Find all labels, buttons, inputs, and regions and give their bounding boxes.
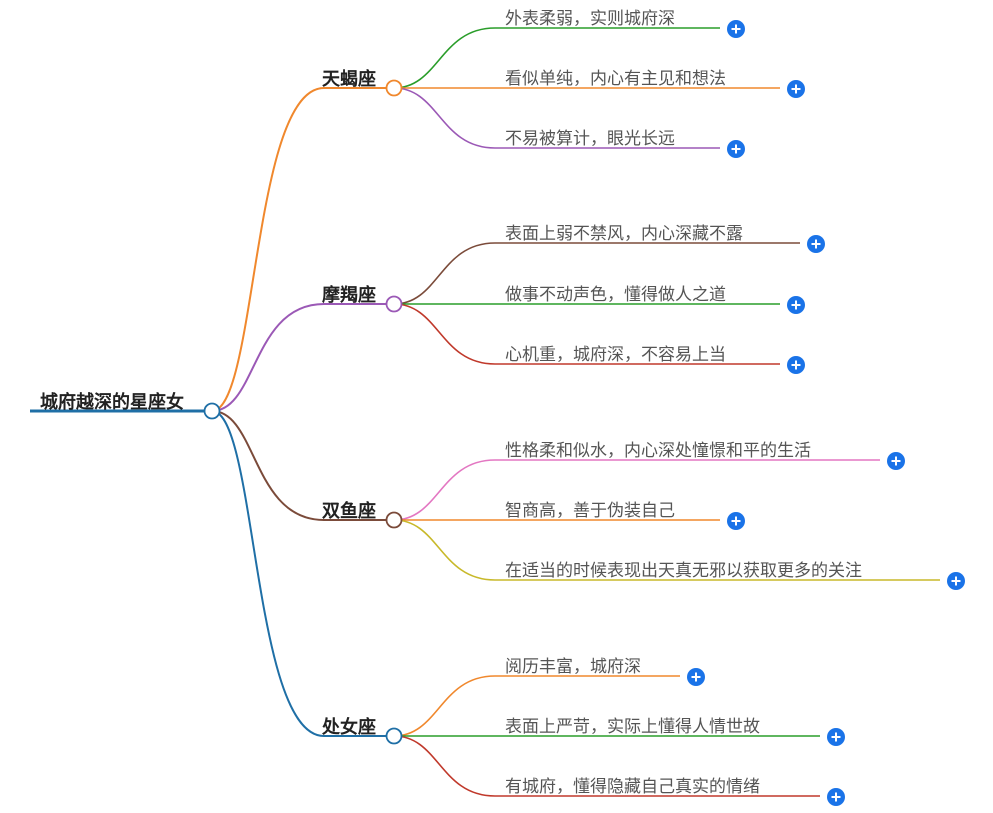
branch-label: 双鱼座	[322, 501, 376, 522]
branch-label: 摩羯座	[322, 285, 376, 306]
leaf-text: 智商高，善于伪装自己	[505, 501, 675, 521]
leaf-connector	[393, 87, 720, 149]
expand-plus-icon[interactable]	[887, 452, 905, 470]
branch-node	[385, 295, 403, 313]
expand-plus-icon[interactable]	[947, 572, 965, 590]
leaf-connector	[393, 459, 880, 521]
leaf-text: 表面上弱不禁风，内心深藏不露	[505, 224, 743, 244]
leaf-text: 在适当的时候表现出天真无邪以获取更多的关注	[505, 561, 862, 581]
expand-plus-icon[interactable]	[787, 356, 805, 374]
expand-plus-icon[interactable]	[787, 296, 805, 314]
leaf-text: 表面上严苛，实际上懂得人情世故	[505, 717, 760, 737]
leaf-connector	[393, 27, 720, 89]
leaf-text: 做事不动声色，懂得做人之道	[505, 285, 726, 305]
branch-connector	[211, 410, 394, 737]
leaf-text: 不易被算计，眼光长远	[505, 129, 675, 149]
leaf-connector	[393, 735, 820, 797]
branch-connector	[211, 87, 394, 412]
expand-plus-icon[interactable]	[727, 140, 745, 158]
leaf-text: 性格柔和似水，内心深处憧憬和平的生活	[505, 441, 811, 461]
branch-connector	[211, 410, 394, 521]
leaf-text: 外表柔弱，实则城府深	[505, 9, 675, 29]
leaf-connector	[393, 675, 680, 737]
expand-plus-icon[interactable]	[727, 20, 745, 38]
leaf-text: 看似单纯，内心有主见和想法	[505, 69, 726, 89]
expand-plus-icon[interactable]	[787, 80, 805, 98]
branch-node	[385, 727, 403, 745]
expand-plus-icon[interactable]	[807, 235, 825, 253]
expand-plus-icon[interactable]	[827, 728, 845, 746]
leaf-connector	[393, 303, 780, 365]
root-label: 城府越深的星座女	[40, 392, 184, 413]
branch-connector	[211, 303, 394, 412]
leaf-text: 心机重，城府深，不容易上当	[505, 345, 726, 365]
branch-label: 天蝎座	[322, 69, 376, 90]
leaf-text: 有城府，懂得隐藏自己真实的情绪	[505, 777, 760, 797]
leaf-text: 阅历丰富，城府深	[505, 657, 641, 677]
root-node	[203, 402, 221, 420]
leaf-connector	[393, 242, 800, 305]
branch-node	[385, 79, 403, 97]
expand-plus-icon[interactable]	[727, 512, 745, 530]
expand-plus-icon[interactable]	[827, 788, 845, 806]
leaf-connector	[393, 519, 940, 581]
branch-node	[385, 511, 403, 529]
expand-plus-icon[interactable]	[687, 668, 705, 686]
branch-label: 处女座	[322, 717, 376, 738]
